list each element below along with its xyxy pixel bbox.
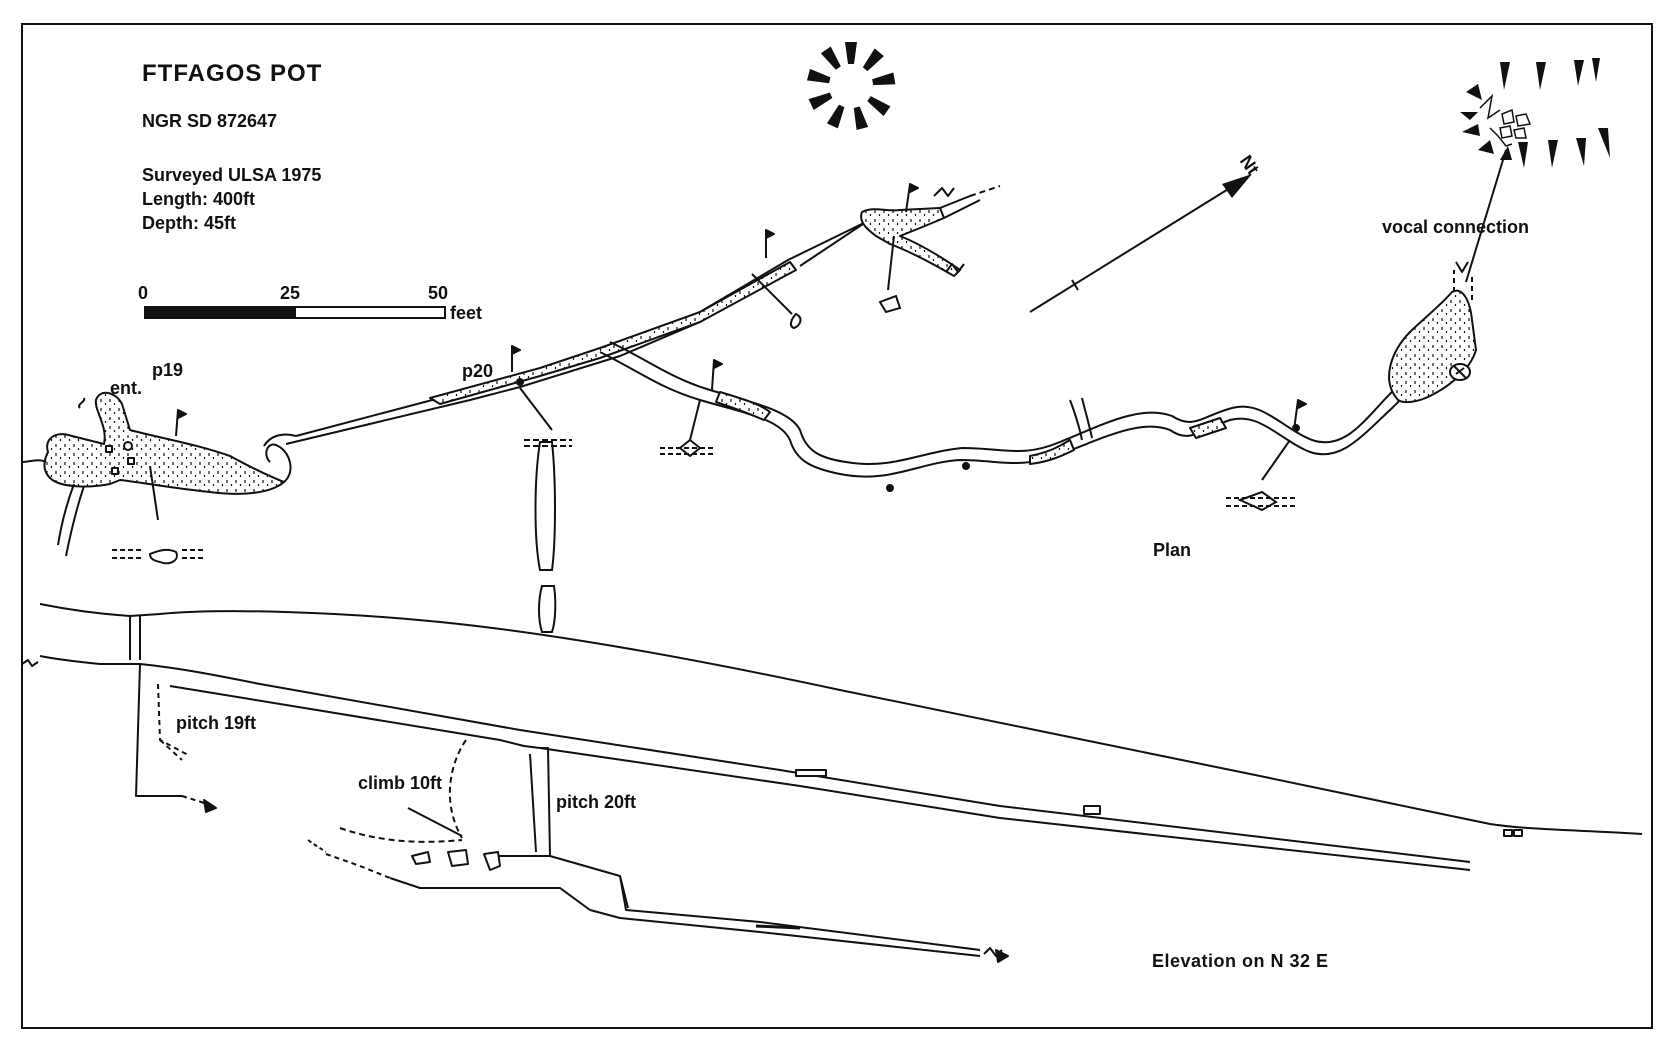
station-flag-icon [175,183,1307,437]
scale-bar [144,306,446,319]
scale-tick-25: 25 [280,283,301,303]
elevation-survey [21,603,1643,963]
map-frame [21,23,1653,1029]
plan-label-vocal-connection: vocal connection [1382,217,1530,237]
map-title: FTFAGOS POT [142,60,323,87]
plan-label-p20: p20 [462,361,494,381]
cave-depth: Depth: 45ft [142,213,236,233]
plan-survey [21,183,1477,557]
scale-unit: feet [450,303,483,323]
scale-tick-50: 50 [428,283,449,303]
shakehole-with-boulders-symbol [1460,58,1610,168]
cross-sections [112,235,1296,633]
surveyed-by: Surveyed ULSA 1975 [142,165,322,185]
vocal-connection-arrowhead [1500,146,1512,160]
vocal-connection-leader [1465,149,1507,283]
plan-label-entrance: ent. [110,378,143,398]
elevation-label-pitch-19ft: pitch 19ft [176,713,257,733]
scale-tick-0: 0 [138,283,149,303]
elevation-label-pitch-20ft: pitch 20ft [556,792,637,812]
grid-reference: NGR SD 872647 [142,111,278,131]
elevation-label-climb-10ft: climb 10ft [358,773,443,793]
entrance-chamber [43,391,285,495]
elevation-caption: Elevation on N 32 E [1152,951,1329,971]
north-arrow-icon [1029,174,1252,313]
plan-label-p19: p19 [152,360,184,380]
entrance-outlet [57,483,85,557]
winding-passage [599,351,1441,478]
main-passage-upper [295,219,871,437]
shakehole-radial-symbol [806,42,896,131]
surface-line [39,603,1643,835]
cave-length: Length: 400ft [142,189,256,209]
plan-caption: Plan [1153,540,1192,560]
